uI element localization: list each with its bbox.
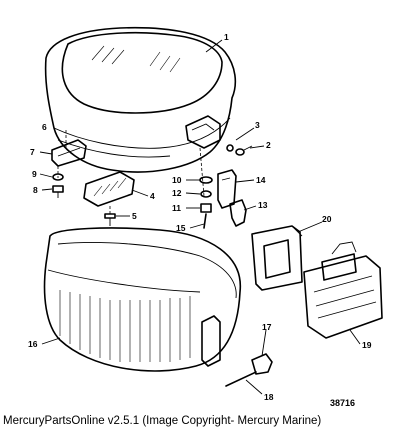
drawing-number: 38716 bbox=[330, 398, 356, 408]
callout-1: 1 bbox=[224, 32, 229, 42]
lower-cowl-band bbox=[43, 227, 242, 372]
screw-8 bbox=[52, 185, 64, 198]
callout-19: 19 bbox=[362, 340, 372, 350]
washer-3 bbox=[226, 144, 234, 152]
washer-10 bbox=[199, 176, 213, 184]
screw-11 bbox=[200, 203, 212, 213]
callout-13: 13 bbox=[258, 200, 268, 210]
callout-15: 15 bbox=[176, 223, 186, 233]
callout-8: 8 bbox=[33, 185, 38, 195]
callout-17: 17 bbox=[262, 322, 272, 332]
screw-2 bbox=[235, 145, 253, 156]
rod-18 bbox=[225, 371, 257, 387]
callout-6: 6 bbox=[42, 122, 47, 132]
latch-bracket-left bbox=[51, 139, 87, 178]
pin-15 bbox=[203, 213, 207, 229]
callout-7: 7 bbox=[30, 147, 35, 157]
latch-plate bbox=[83, 171, 135, 216]
leader-lines bbox=[39, 39, 361, 395]
callout-2: 2 bbox=[266, 140, 271, 150]
latch-lever bbox=[217, 169, 237, 209]
callout-11: 11 bbox=[172, 203, 181, 213]
washer-12 bbox=[200, 190, 212, 198]
image-caption: MercuryPartsOnline v2.5.1 (Image Copyrig… bbox=[3, 415, 322, 427]
washer-9 bbox=[52, 173, 64, 181]
callout-3: 3 bbox=[255, 120, 260, 130]
callout-14: 14 bbox=[256, 175, 266, 185]
callout-5: 5 bbox=[132, 211, 137, 221]
callout-numbers: 1 2 3 4 5 6 7 8 9 10 11 12 13 14 15 16 1… bbox=[28, 32, 372, 402]
callout-12: 12 bbox=[172, 188, 182, 198]
clip-17 bbox=[251, 353, 273, 375]
callout-10: 10 bbox=[172, 175, 182, 185]
callout-9: 9 bbox=[32, 169, 37, 179]
latch-hook bbox=[229, 199, 247, 227]
rear-panel bbox=[303, 241, 383, 339]
callout-20: 20 bbox=[322, 214, 332, 224]
seal-frame bbox=[251, 225, 303, 291]
callout-18: 18 bbox=[264, 392, 274, 402]
top-cowl bbox=[44, 26, 237, 197]
screw-5 bbox=[104, 213, 116, 226]
callout-16: 16 bbox=[28, 339, 38, 349]
callout-4: 4 bbox=[150, 191, 155, 201]
